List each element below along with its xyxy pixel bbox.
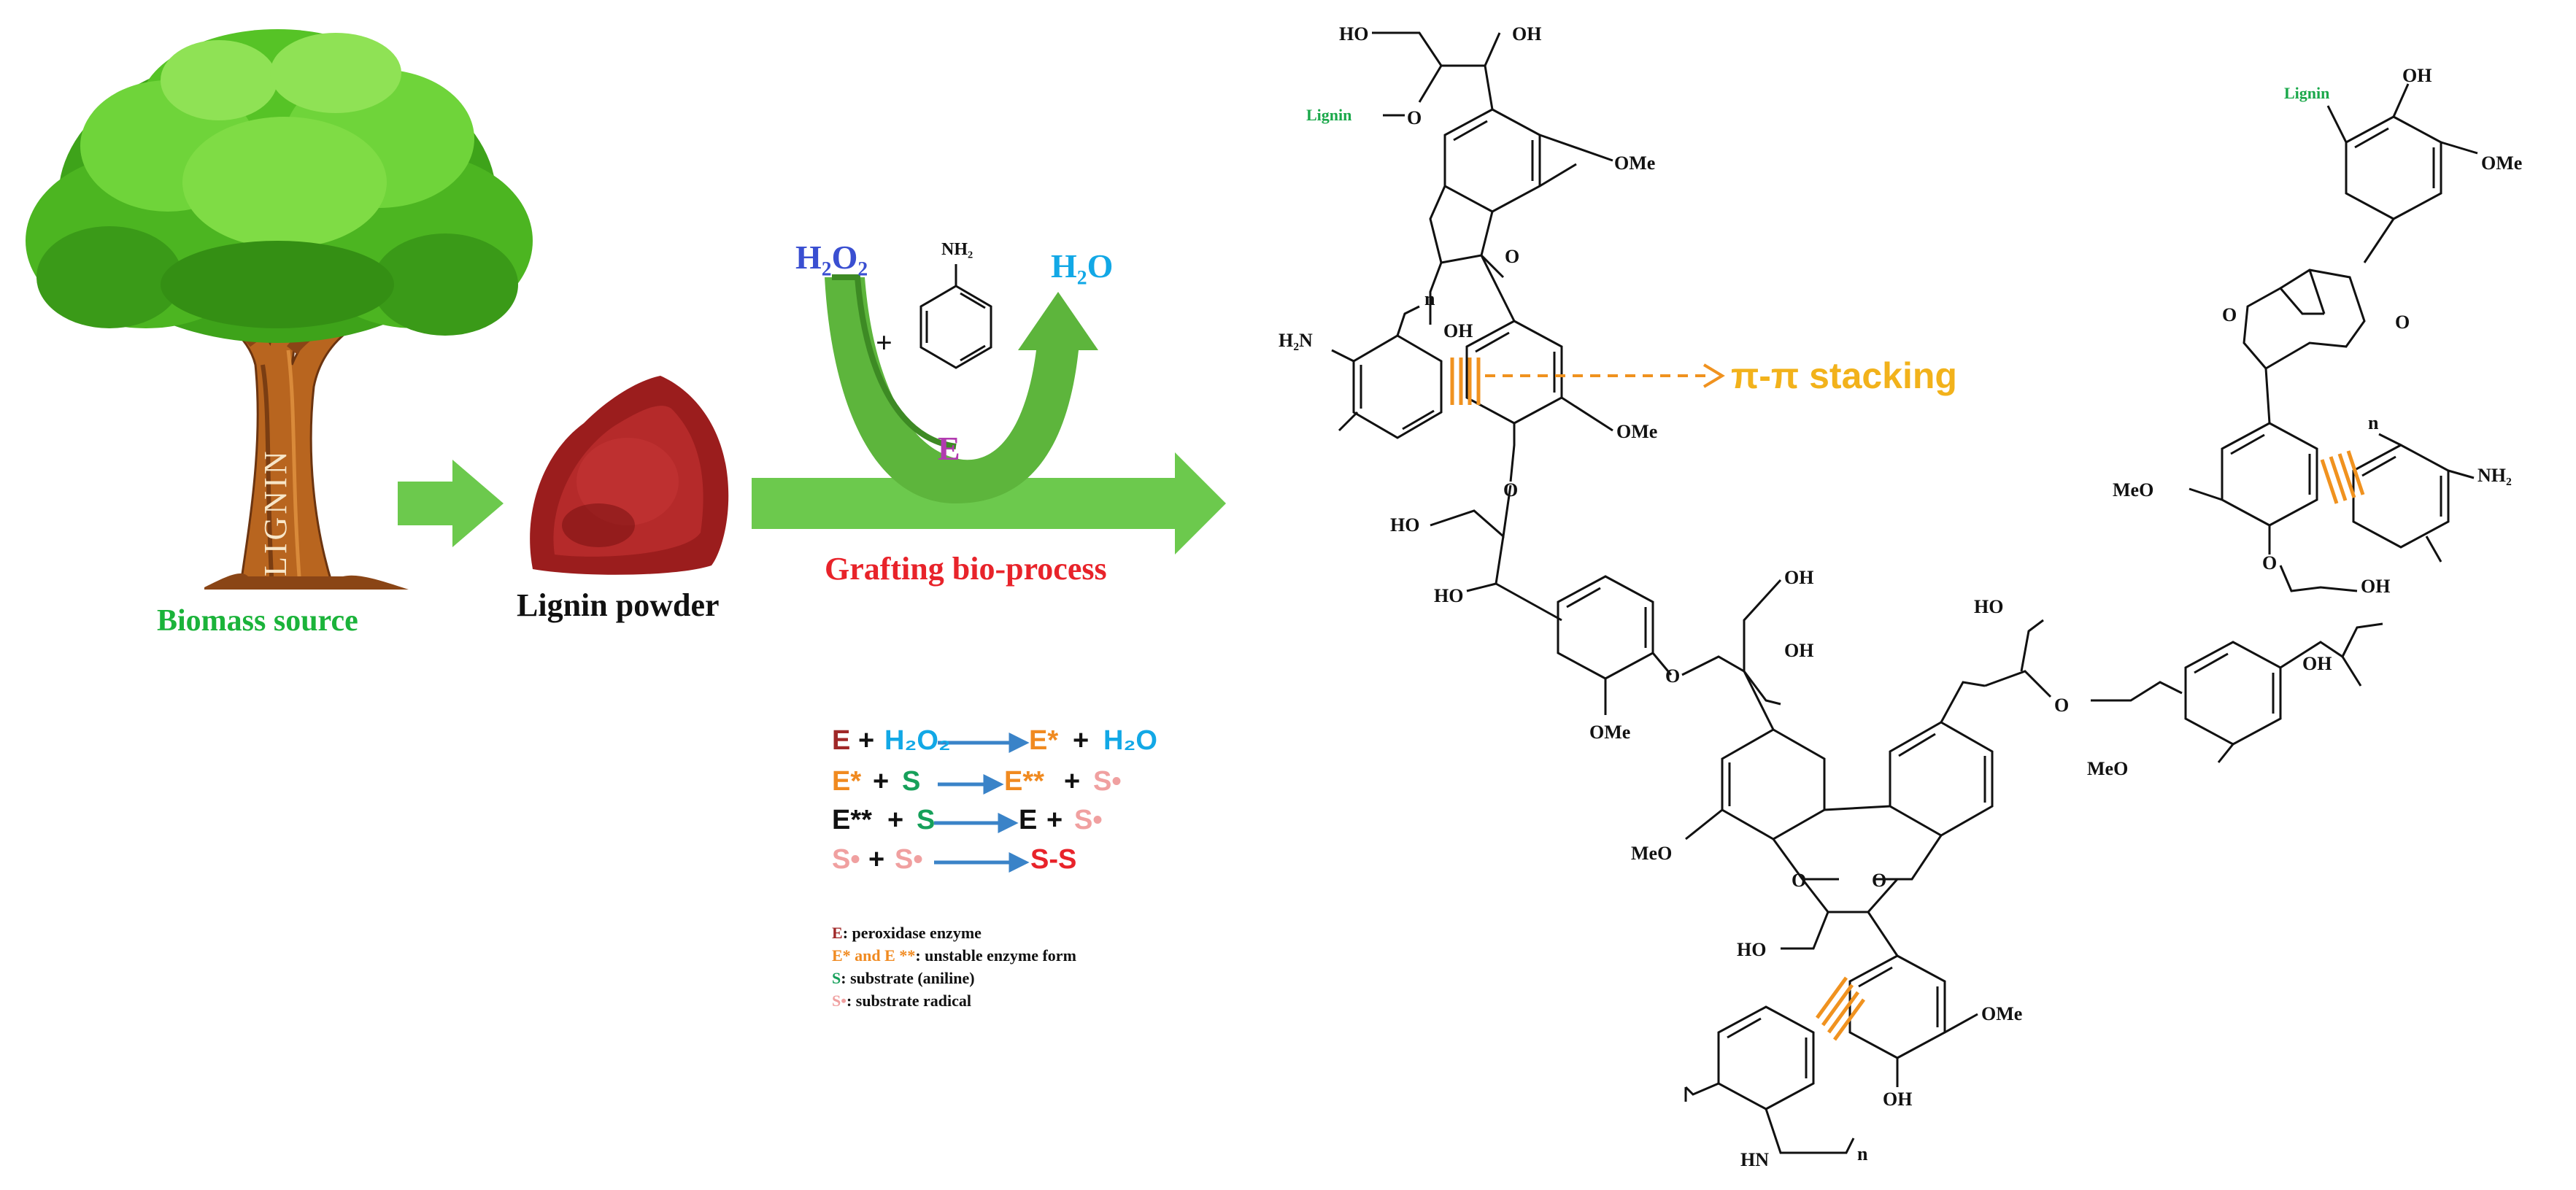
pi-stacking-label: π-π stacking xyxy=(1731,355,1957,396)
plus-label: + xyxy=(876,326,892,359)
eq1-r2: H₂O xyxy=(1103,725,1157,756)
label-meo-bottom: MeO xyxy=(1631,843,1672,864)
label-ome-bottom: OMe xyxy=(1981,1003,2022,1024)
eq1-r1: + xyxy=(1073,725,1090,756)
enzyme-label: E xyxy=(938,430,960,467)
legend-row-3: S: substrate (aniline) xyxy=(832,969,975,988)
eq4-r0: S-S xyxy=(1030,844,1077,875)
label-meo-r2: MeO xyxy=(2087,758,2128,779)
label-oh-right-top: OH xyxy=(2402,65,2432,86)
legend-key-2: E* and E ** xyxy=(832,946,916,965)
label-ho-r: HO xyxy=(1974,596,2003,617)
label-h2n-left: H₂N xyxy=(1279,330,1313,351)
eq1-r0: E* xyxy=(1029,725,1059,756)
h2o2-label: H₂O₂ xyxy=(795,239,868,276)
eq2-r2: S• xyxy=(1093,766,1122,797)
label-nh2-right: NH₂ xyxy=(2477,465,2512,486)
label-ome-low: OMe xyxy=(1589,722,1630,743)
eq3-l1: + xyxy=(887,805,904,835)
eq4-l2: S• xyxy=(895,844,923,875)
label-oh-r2: OH xyxy=(2302,653,2332,674)
biomass-source-label: Biomass source xyxy=(157,604,358,638)
tree-canopy xyxy=(26,29,533,343)
label-ome-right-top: OMe xyxy=(2481,152,2522,174)
legend-row-1: E: peroxidase enzyme xyxy=(832,924,982,943)
legend-text-2: : unstable enzyme form xyxy=(915,946,1076,965)
legend-key-1: E xyxy=(832,924,843,942)
eq4-l0: S• xyxy=(832,844,860,875)
label-ho-top: HO xyxy=(1339,23,1368,45)
label-o-left: O xyxy=(1407,107,1422,128)
eq3-r2: S• xyxy=(1074,805,1103,835)
label-n-bottom: n xyxy=(1857,1143,1868,1164)
label-o-ring1: O xyxy=(1505,246,1519,267)
eq3-r1: + xyxy=(1046,805,1063,835)
aniline-structure xyxy=(919,264,992,369)
lignin-powder-image xyxy=(530,376,729,575)
label-oh-ch2: OH xyxy=(1443,320,1473,341)
pi-stacking-arrow xyxy=(1485,363,1725,388)
label-o-r4: O xyxy=(2054,695,2069,716)
label-o-b1: O xyxy=(1792,870,1806,891)
eq2-r1: + xyxy=(1064,766,1081,797)
label-n-left: n xyxy=(1424,288,1435,309)
eq4-l1: + xyxy=(868,844,885,875)
grafting-label: Grafting bio-process xyxy=(825,551,1107,587)
lignin-powder-label: Lignin powder xyxy=(517,587,720,623)
trunk-label: LIGNIN xyxy=(258,448,293,576)
legend-row-4: S•: substrate radical xyxy=(832,992,971,1011)
arrow-tree-to-powder xyxy=(398,460,504,547)
label-lignin-left: Lignin xyxy=(1306,106,1351,124)
legend-text-3: : substrate (aniline) xyxy=(841,969,975,987)
eq2-r0: E** xyxy=(1004,766,1044,797)
label-ho-mid2: HO xyxy=(1434,585,1463,606)
eq1-l0: E xyxy=(832,725,851,756)
eq3-r0: E xyxy=(1019,805,1038,835)
eq1-l2: H₂O₂ xyxy=(884,725,951,756)
eq3-l0: E** xyxy=(832,805,872,835)
label-o-r2: O xyxy=(2395,312,2410,333)
label-oh-mid2: OH xyxy=(1784,640,1813,661)
structure-text-labels: HO OH Lignin O OMe O OH H₂N n OMe O HO H… xyxy=(1279,23,2522,1170)
legend-text-4: : substrate radical xyxy=(846,992,972,1010)
label-ho-bottom: HO xyxy=(1737,939,1766,960)
eq3-l2: S xyxy=(917,805,936,835)
eq2-l0: E* xyxy=(832,766,862,797)
lignin-polymer-structure xyxy=(1331,31,2478,1154)
equations-arrows xyxy=(934,732,1030,873)
legend-key-4: S• xyxy=(832,992,847,1010)
eq2-l1: + xyxy=(873,766,890,797)
nh2-label: NH₂ xyxy=(941,240,973,259)
legend-text-1: : peroxidase enzyme xyxy=(842,924,982,942)
label-o-r3: O xyxy=(2262,552,2277,573)
label-hn-bottom: HN xyxy=(1740,1149,1769,1170)
pi-stacking-marks xyxy=(1450,358,2365,1041)
label-o-b2: O xyxy=(1872,870,1886,891)
label-o-r1: O xyxy=(2222,304,2237,325)
tree-illustration: LIGNIN xyxy=(26,29,533,590)
label-oh-top: OH xyxy=(1512,23,1541,45)
label-oh-r1: OH xyxy=(2361,576,2390,597)
eq1-l1: + xyxy=(858,725,875,756)
label-ome-mid: OMe xyxy=(1616,421,1657,442)
u-curve-arrow xyxy=(825,277,1098,503)
h2o-label: H₂O xyxy=(1051,247,1114,285)
label-lignin-right: Lignin xyxy=(2284,84,2329,102)
legend-row-2: E* and E **: unstable enzyme form xyxy=(832,946,1076,965)
main-process-arrow xyxy=(752,452,1226,555)
label-ho-mid: HO xyxy=(1390,514,1419,536)
legend-key-3: S xyxy=(832,969,841,987)
eq2-l2: S xyxy=(902,766,921,797)
label-meo-right: MeO xyxy=(2113,479,2153,501)
label-o-link2: O xyxy=(1665,665,1680,687)
label-n-right: n xyxy=(2368,412,2379,433)
label-oh-bottom: OH xyxy=(1883,1089,1912,1110)
label-ome-top: OMe xyxy=(1614,152,1655,174)
label-o-link1: O xyxy=(1503,479,1518,501)
label-oh-mid: OH xyxy=(1784,567,1813,588)
